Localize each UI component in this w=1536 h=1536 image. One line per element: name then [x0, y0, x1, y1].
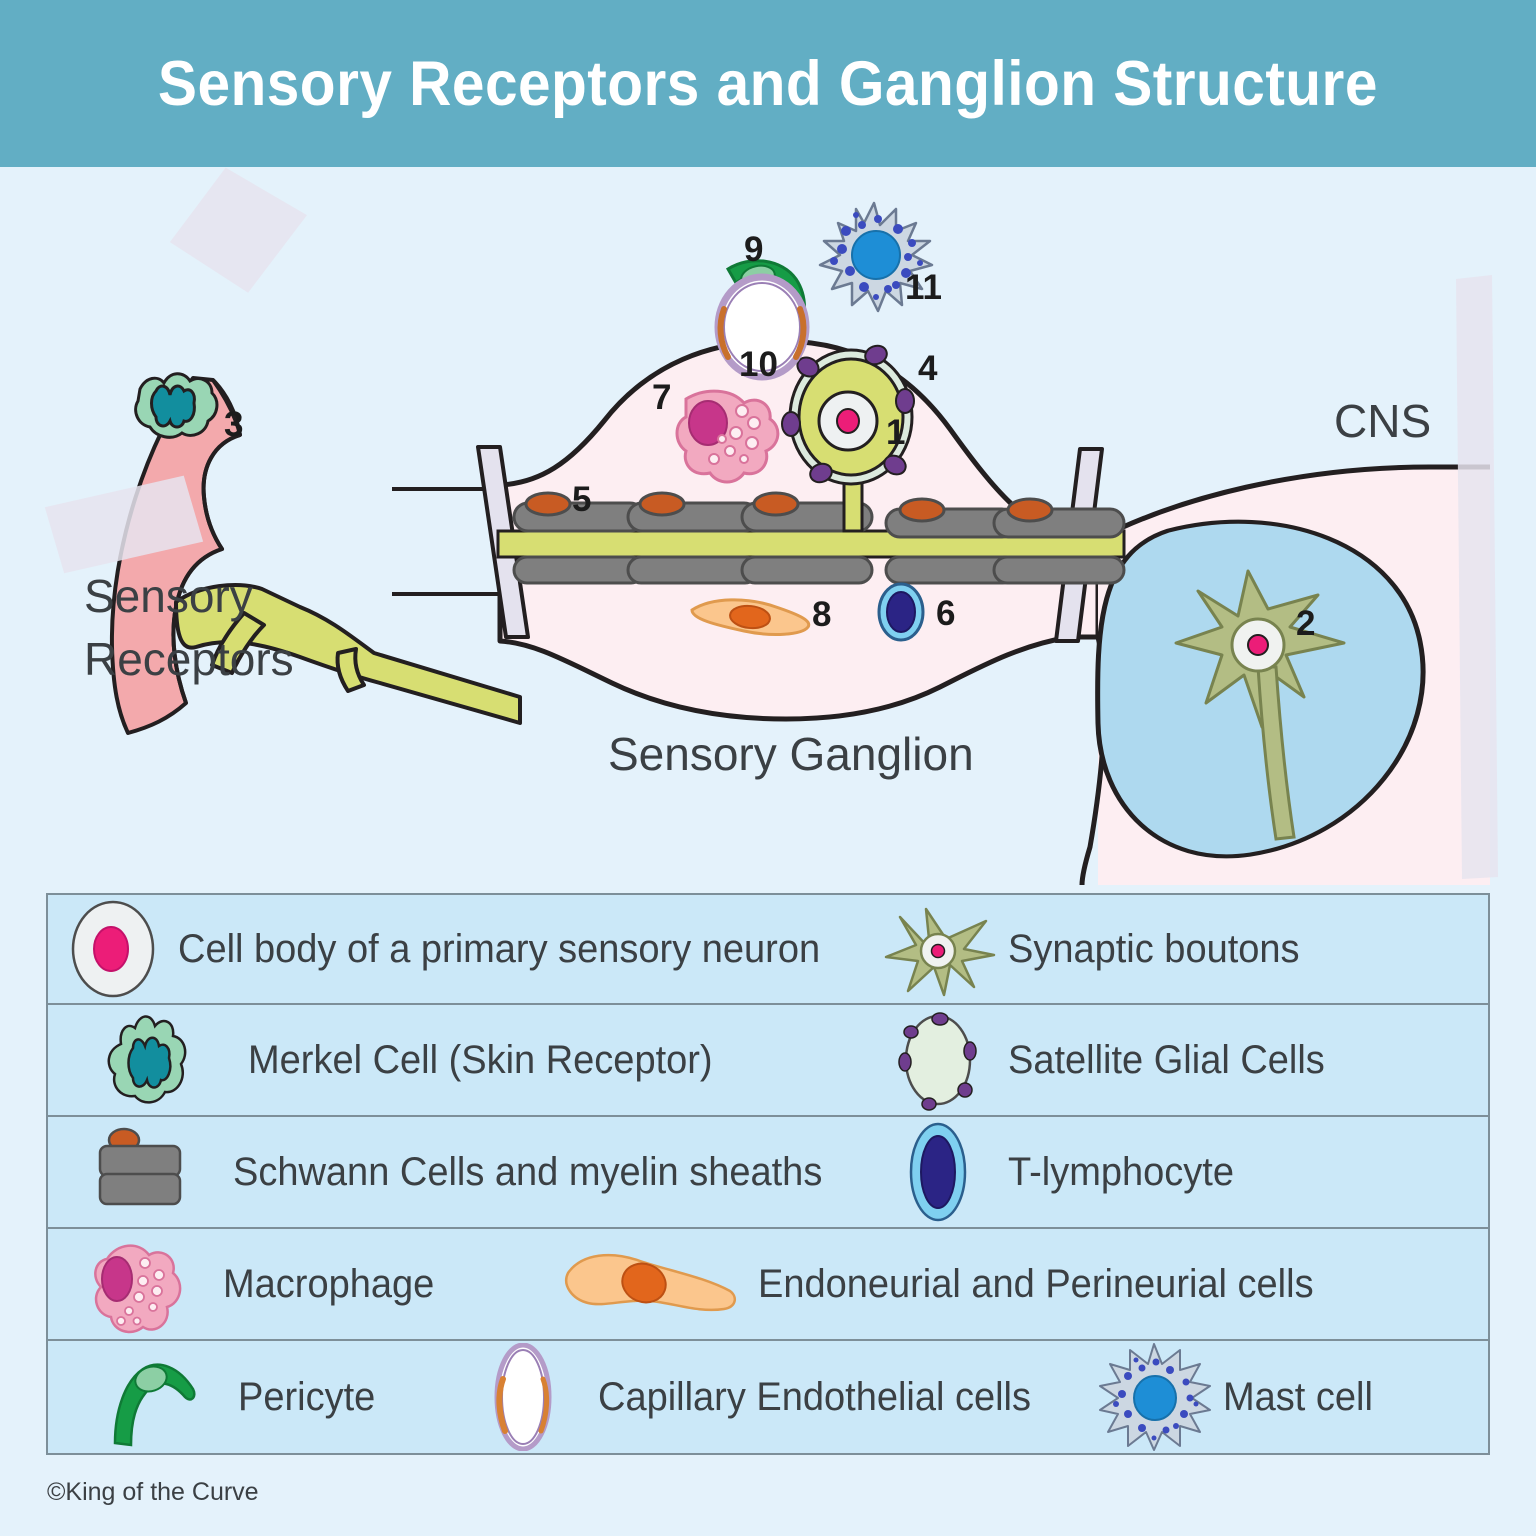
legend-row: Schwann Cells and myelin sheaths T-lymph…: [48, 1117, 1488, 1229]
schwann-cell-icon: [48, 1122, 233, 1222]
copyright-credit: ©King of the Curve: [47, 1478, 259, 1506]
merkel-cell-icon: [48, 1008, 248, 1113]
label-sensory-receptors: Sensory Receptors: [84, 565, 294, 691]
capillary-with-pericyte: [714, 259, 810, 381]
diagram-illustration: Sensory Receptors Sensory Ganglion CNS 1…: [0, 167, 1536, 885]
t-lymphocyte-icon: [868, 1120, 1008, 1225]
mast-cell: [818, 201, 934, 313]
primary-sensory-neuron-soma: [781, 344, 915, 486]
neuron-nucleolus: [836, 408, 860, 434]
callout-8: 8: [812, 595, 832, 634]
schwann-cell: [884, 497, 1018, 539]
legend-row: Merkel Cell (Skin Receptor) Satellite Gl…: [48, 1005, 1488, 1117]
schwann-cell: [740, 491, 874, 533]
label-sensory-receptors-line1: Sensory: [84, 570, 253, 622]
synaptic-bouton-icon: [868, 899, 1008, 999]
legend-label: Mast cell: [1223, 1374, 1373, 1419]
legend-label: Satellite Glial Cells: [1008, 1037, 1325, 1082]
schwann-cell-group-upper: [512, 491, 1126, 539]
label-sensory-receptors-line2: Receptors: [84, 633, 294, 685]
highlight-band-right: [1456, 275, 1498, 879]
bouton-nucleolus: [1247, 634, 1269, 656]
endothelial-cell-left: [717, 306, 731, 360]
legend-label: Merkel Cell (Skin Receptor): [248, 1037, 713, 1082]
schwann-cell: [512, 555, 646, 585]
highlight-band-upper-left: [169, 167, 307, 293]
bouton-axon-tail: [1256, 665, 1296, 841]
page-title: Sensory Receptors and Ganglion Structure: [158, 48, 1378, 119]
capillary-endothelial-icon: [448, 1343, 598, 1451]
callout-2: 2: [1296, 604, 1316, 643]
satellite-glial-cell-icon: [868, 1008, 1008, 1113]
schwann-cell: [992, 497, 1126, 539]
synaptic-bouton-cell: [1174, 569, 1346, 841]
legend-label: Endoneurial and Perineurial cells: [758, 1261, 1314, 1306]
macrophage-icon: [48, 1229, 223, 1339]
legend-label: Cell body of a primary sensory neuron: [178, 926, 821, 971]
legend-row: Macrophage Endoneurial and Perineurial c…: [48, 1229, 1488, 1341]
callout-4: 4: [918, 349, 938, 388]
legend-item-endoneurial-cells: Endoneurial and Perineurial cells: [548, 1229, 1343, 1339]
mast-cell-nucleus: [851, 230, 901, 280]
nerve-fiber-branch-1: [210, 611, 266, 675]
callout-6: 6: [936, 594, 956, 633]
merkel-cell: [134, 372, 219, 439]
anatomy-svg: [44, 167, 1498, 885]
callout-1: 1: [886, 413, 906, 452]
t-lymphocyte-cell: [877, 582, 925, 642]
schwann-cell: [740, 555, 874, 585]
callout-10: 10: [739, 345, 778, 384]
label-cns: CNS: [1334, 395, 1432, 447]
legend-row: Cell body of a primary sensory neuron Sy…: [48, 895, 1488, 1005]
legend-item-schwann-cells: Schwann Cells and myelin sheaths: [48, 1117, 868, 1227]
legend-item-neuron-cell-body: Cell body of a primary sensory neuron: [48, 895, 868, 1003]
legend-label: Pericyte: [238, 1374, 376, 1419]
legend-item-satellite-glial-cells: Satellite Glial Cells: [868, 1005, 1341, 1115]
legend-item-macrophage: Macrophage: [48, 1229, 548, 1339]
title-bar: Sensory Receptors and Ganglion Structure: [0, 0, 1536, 167]
legend-item-mast-cell: Mast cell: [1088, 1341, 1381, 1453]
legend-label: Macrophage: [223, 1261, 435, 1306]
legend-label: T-lymphocyte: [1008, 1149, 1234, 1194]
legend-label: Schwann Cells and myelin sheaths: [233, 1149, 823, 1194]
callout-5: 5: [572, 480, 592, 519]
legend-table: Cell body of a primary sensory neuron Sy…: [46, 893, 1490, 1455]
legend-row: Pericyte Capillary Endothelial cells: [48, 1341, 1488, 1453]
neuron-cell-body-icon: [48, 899, 178, 999]
callout-11: 11: [905, 268, 942, 307]
legend-item-synaptic-boutons: Synaptic boutons: [868, 895, 1315, 1003]
endothelial-cell-right: [793, 306, 807, 360]
legend-label: Synaptic boutons: [1008, 926, 1300, 971]
nerve-fiber-branch-2: [335, 647, 366, 693]
schwann-cell: [992, 555, 1126, 585]
label-sensory-ganglion: Sensory Ganglion: [608, 728, 974, 780]
legend-item-pericyte: Pericyte: [48, 1341, 448, 1453]
macrophage-cell: [675, 389, 780, 484]
legend-item-t-lymphocyte: T-lymphocyte: [868, 1117, 1246, 1227]
endoneurial-cell: [690, 598, 811, 636]
legend-label: Capillary Endothelial cells: [598, 1374, 1031, 1419]
callout-3: 3: [224, 405, 244, 444]
legend-item-capillary-endothelial: Capillary Endothelial cells: [448, 1341, 1088, 1453]
callout-7: 7: [652, 378, 672, 417]
skin-inner-contour: [171, 378, 242, 704]
highlight-band-lower-left: [44, 475, 204, 574]
schwann-cell-group-lower: [512, 555, 1126, 585]
cns-outline: [1096, 464, 1490, 542]
legend-item-merkel-cell: Merkel Cell (Skin Receptor): [48, 1005, 868, 1115]
schwann-cell: [626, 555, 760, 585]
endoneurial-cell-icon: [548, 1239, 758, 1329]
callout-9: 9: [744, 230, 764, 269]
pericyte-icon: [48, 1345, 238, 1450]
satellite-glial-cells: [781, 344, 915, 484]
mast-cell-icon: [1088, 1342, 1223, 1452]
